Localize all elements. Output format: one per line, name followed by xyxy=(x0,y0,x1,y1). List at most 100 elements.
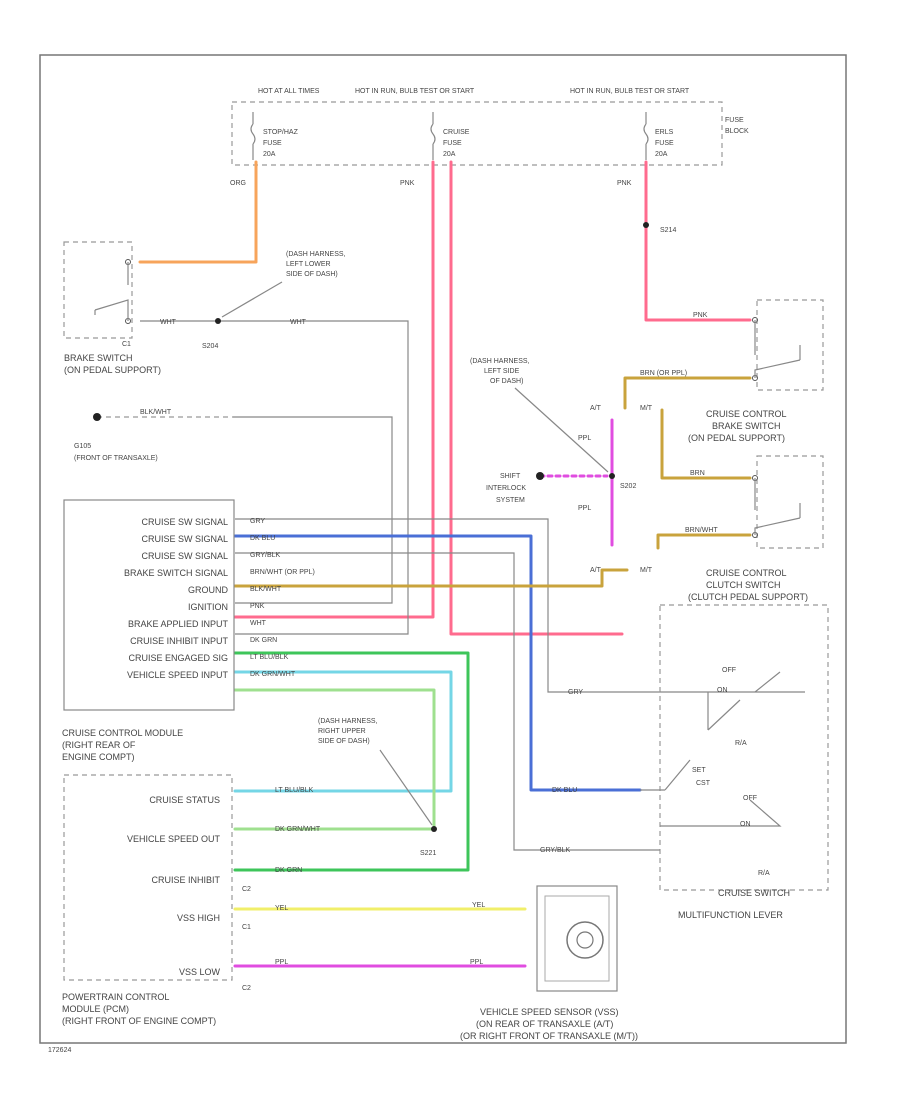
cruise-switch-off-2: OFF xyxy=(743,795,757,802)
cruise-brake-switch-name2: BRAKE SWITCH xyxy=(712,421,781,431)
cruise-brake-switch-name: CRUISE CONTROL xyxy=(706,409,787,419)
wire-gry-blk-label: GRY/BLK xyxy=(540,847,571,854)
stop-fuse-label-0: STOP/HAZ xyxy=(263,129,299,136)
wire-ppl-label-2: PPL xyxy=(578,505,591,512)
vehicle-speed-sensor: VEHICLE SPEED SENSOR (VSS) (ON REAR OF T… xyxy=(460,885,638,1041)
cruise-fuse-label-1: FUSE xyxy=(443,140,462,147)
pcm-pin-label: CRUISE STATUS xyxy=(149,795,220,805)
pcm-wire-label: LT BLU/BLK xyxy=(275,787,314,794)
ers-fuse-label-1: FUSE xyxy=(655,140,674,147)
vss-sensor-icon xyxy=(566,921,604,959)
shift-interlock: SHIFT INTERLOCK SYSTEM xyxy=(486,472,544,504)
wire-brn-grn-label: BRN (OR PPL) xyxy=(640,370,687,377)
pcm-conn-1: C1 xyxy=(242,924,251,931)
wire-pnk-clutch xyxy=(449,160,624,636)
wire-ground xyxy=(233,416,393,604)
note-left-lower-1: LEFT LOWER xyxy=(286,261,331,268)
hot-at-all-times-label: HOT AT ALL TIMES xyxy=(258,88,320,95)
wire-org xyxy=(138,160,258,264)
brake-switch-name: BRAKE SWITCH xyxy=(64,353,133,363)
brake-switch-location: (ON PEDAL SUPPORT) xyxy=(64,365,161,375)
wire-yel-label: YEL xyxy=(472,902,485,909)
module-name-1: (RIGHT REAR OF xyxy=(62,740,136,750)
stop-fuse-label-2: 20A xyxy=(263,151,276,158)
wire-brn-cruise-brake xyxy=(623,376,752,410)
note-left-side-0: (DASH HARNESS, xyxy=(470,358,530,365)
clutch-switch-location: (CLUTCH PEDAL SUPPORT) xyxy=(688,592,808,602)
cruise-brake-switch: CRUISE CONTROL BRAKE SWITCH (ON PEDAL SU… xyxy=(688,299,824,443)
ers-fuse-label-0: ERLS xyxy=(655,129,674,136)
ground-g105-desc: (FRONT OF TRANSAXLE) xyxy=(74,455,158,462)
module-pin-label: CRUISE SW SIGNAL xyxy=(141,551,228,561)
pcm-pin-label: CRUISE INHIBIT xyxy=(151,875,220,885)
module-pin-label: VEHICLE SPEED INPUT xyxy=(127,670,229,680)
pcm-name-1: MODULE (PCM) xyxy=(62,1004,129,1014)
wire-ppl-label-3: PPL xyxy=(470,959,483,966)
note-right-upper-2: SIDE OF DASH) xyxy=(318,738,370,745)
wire-blk-wht-label: BLK/WHT xyxy=(140,409,172,416)
module-wire-label: GRY/BLK xyxy=(250,552,281,559)
cruise-switch-rsm-2: R/A xyxy=(758,870,770,877)
splice-s202-label: S202 xyxy=(620,483,636,490)
vss-loc1: (ON REAR OF TRANSAXLE (A/T) xyxy=(476,1019,613,1029)
wire-pnk-label-2: PNK xyxy=(617,180,632,187)
wire-brn-wht-label: BRN/WHT xyxy=(685,527,718,534)
splices: S204 S214 S202 S221 G105 (FRONT OF TRANS… xyxy=(74,222,676,857)
shift-interlock-0: SHIFT xyxy=(500,473,521,480)
diagram-frame xyxy=(39,54,847,1044)
clutch-switch: CRUISE CONTROL CLUTCH SWITCH (CLUTCH PED… xyxy=(688,455,824,602)
pcm-name-0: POWERTRAIN CONTROL xyxy=(62,992,169,1002)
pcm-pin-label: VSS HIGH xyxy=(177,913,220,923)
cruise-switch-rsm-1: R/A xyxy=(735,740,747,747)
wire-brn-wht-clutch xyxy=(656,533,752,550)
module-wire-label: PNK xyxy=(250,603,265,610)
shift-interlock-2: SYSTEM xyxy=(496,497,525,504)
pcm-wire-label: DK GRN/WHT xyxy=(275,826,321,833)
note-left-lower-2: SIDE OF DASH) xyxy=(286,271,338,278)
interlock-connector-icon xyxy=(536,472,544,480)
wire-pnk-ignition xyxy=(233,160,435,619)
module-pin-label: CRUISE SW SIGNAL xyxy=(141,534,228,544)
wire-gry xyxy=(235,518,660,693)
ers-fuse-label-2: 20A xyxy=(655,151,668,158)
cruise-switch-off: OFF xyxy=(722,667,736,674)
wire-wht xyxy=(140,320,409,635)
wire-brn-clutch-top xyxy=(660,408,752,480)
wires: ORG PNK PNK PNK WHT WHT BLK/WHT GRY DK B… xyxy=(97,160,752,968)
pcm-wire-label: PPL xyxy=(275,959,288,966)
module-pin-label: BRAKE SWITCH SIGNAL xyxy=(124,568,228,578)
wire-dkgrn-inhibit xyxy=(233,651,470,872)
fuse-block-label-0: FUSE xyxy=(725,117,744,124)
ground-g105-label: G105 xyxy=(74,443,91,450)
wire-at-label-2: A/T xyxy=(590,567,602,574)
wire-pnk-label-3: PNK xyxy=(693,312,708,319)
note-left-side-2: OF DASH) xyxy=(490,378,523,385)
brake-switch: BRAKE SWITCH (ON PEDAL SUPPORT) C1 xyxy=(63,241,161,375)
wire-dkgrn-wht-speed xyxy=(233,688,436,831)
hot-run-bulb-label-1: HOT IN RUN, BULB TEST OR START xyxy=(355,88,475,95)
module-wire-label: DK GRN/WHT xyxy=(250,671,296,678)
splice-s214-label: S214 xyxy=(660,227,676,234)
module-pin-label: BRAKE APPLIED INPUT xyxy=(128,619,229,629)
wire-gry-blk xyxy=(235,552,640,851)
vss-loc2: (OR RIGHT FRONT OF TRANSAXLE (M/T)) xyxy=(460,1031,638,1041)
module-name-0: CRUISE CONTROL MODULE xyxy=(62,728,183,738)
wire-dkblu-label: DK BLU xyxy=(552,787,577,794)
pcm-wire-label: DK GRN xyxy=(275,867,302,874)
note-left-side-1: LEFT SIDE xyxy=(484,368,520,375)
pcm-conn-0: C2 xyxy=(242,886,251,893)
wire-mt-label-2: M/T xyxy=(640,567,653,574)
brake-switch-conn: C1 xyxy=(122,341,131,348)
wire-pnk-label-1: PNK xyxy=(400,180,415,187)
note-right-upper-1: RIGHT UPPER xyxy=(318,728,366,735)
module-name-2: ENGINE COMPT) xyxy=(62,752,135,762)
splice-s204-label: S204 xyxy=(202,343,218,350)
stop-fuse-label-1: FUSE xyxy=(263,140,282,147)
module-pin-label: IGNITION xyxy=(188,602,228,612)
wire-wht-label-1: WHT xyxy=(160,319,177,326)
wire-ppl-label-1: PPL xyxy=(578,435,591,442)
fuse-block-label-1: BLOCK xyxy=(725,128,749,135)
splice-s221-label: S221 xyxy=(420,850,436,857)
module-pin-label: CRUISE ENGAGED SIG xyxy=(128,653,228,663)
